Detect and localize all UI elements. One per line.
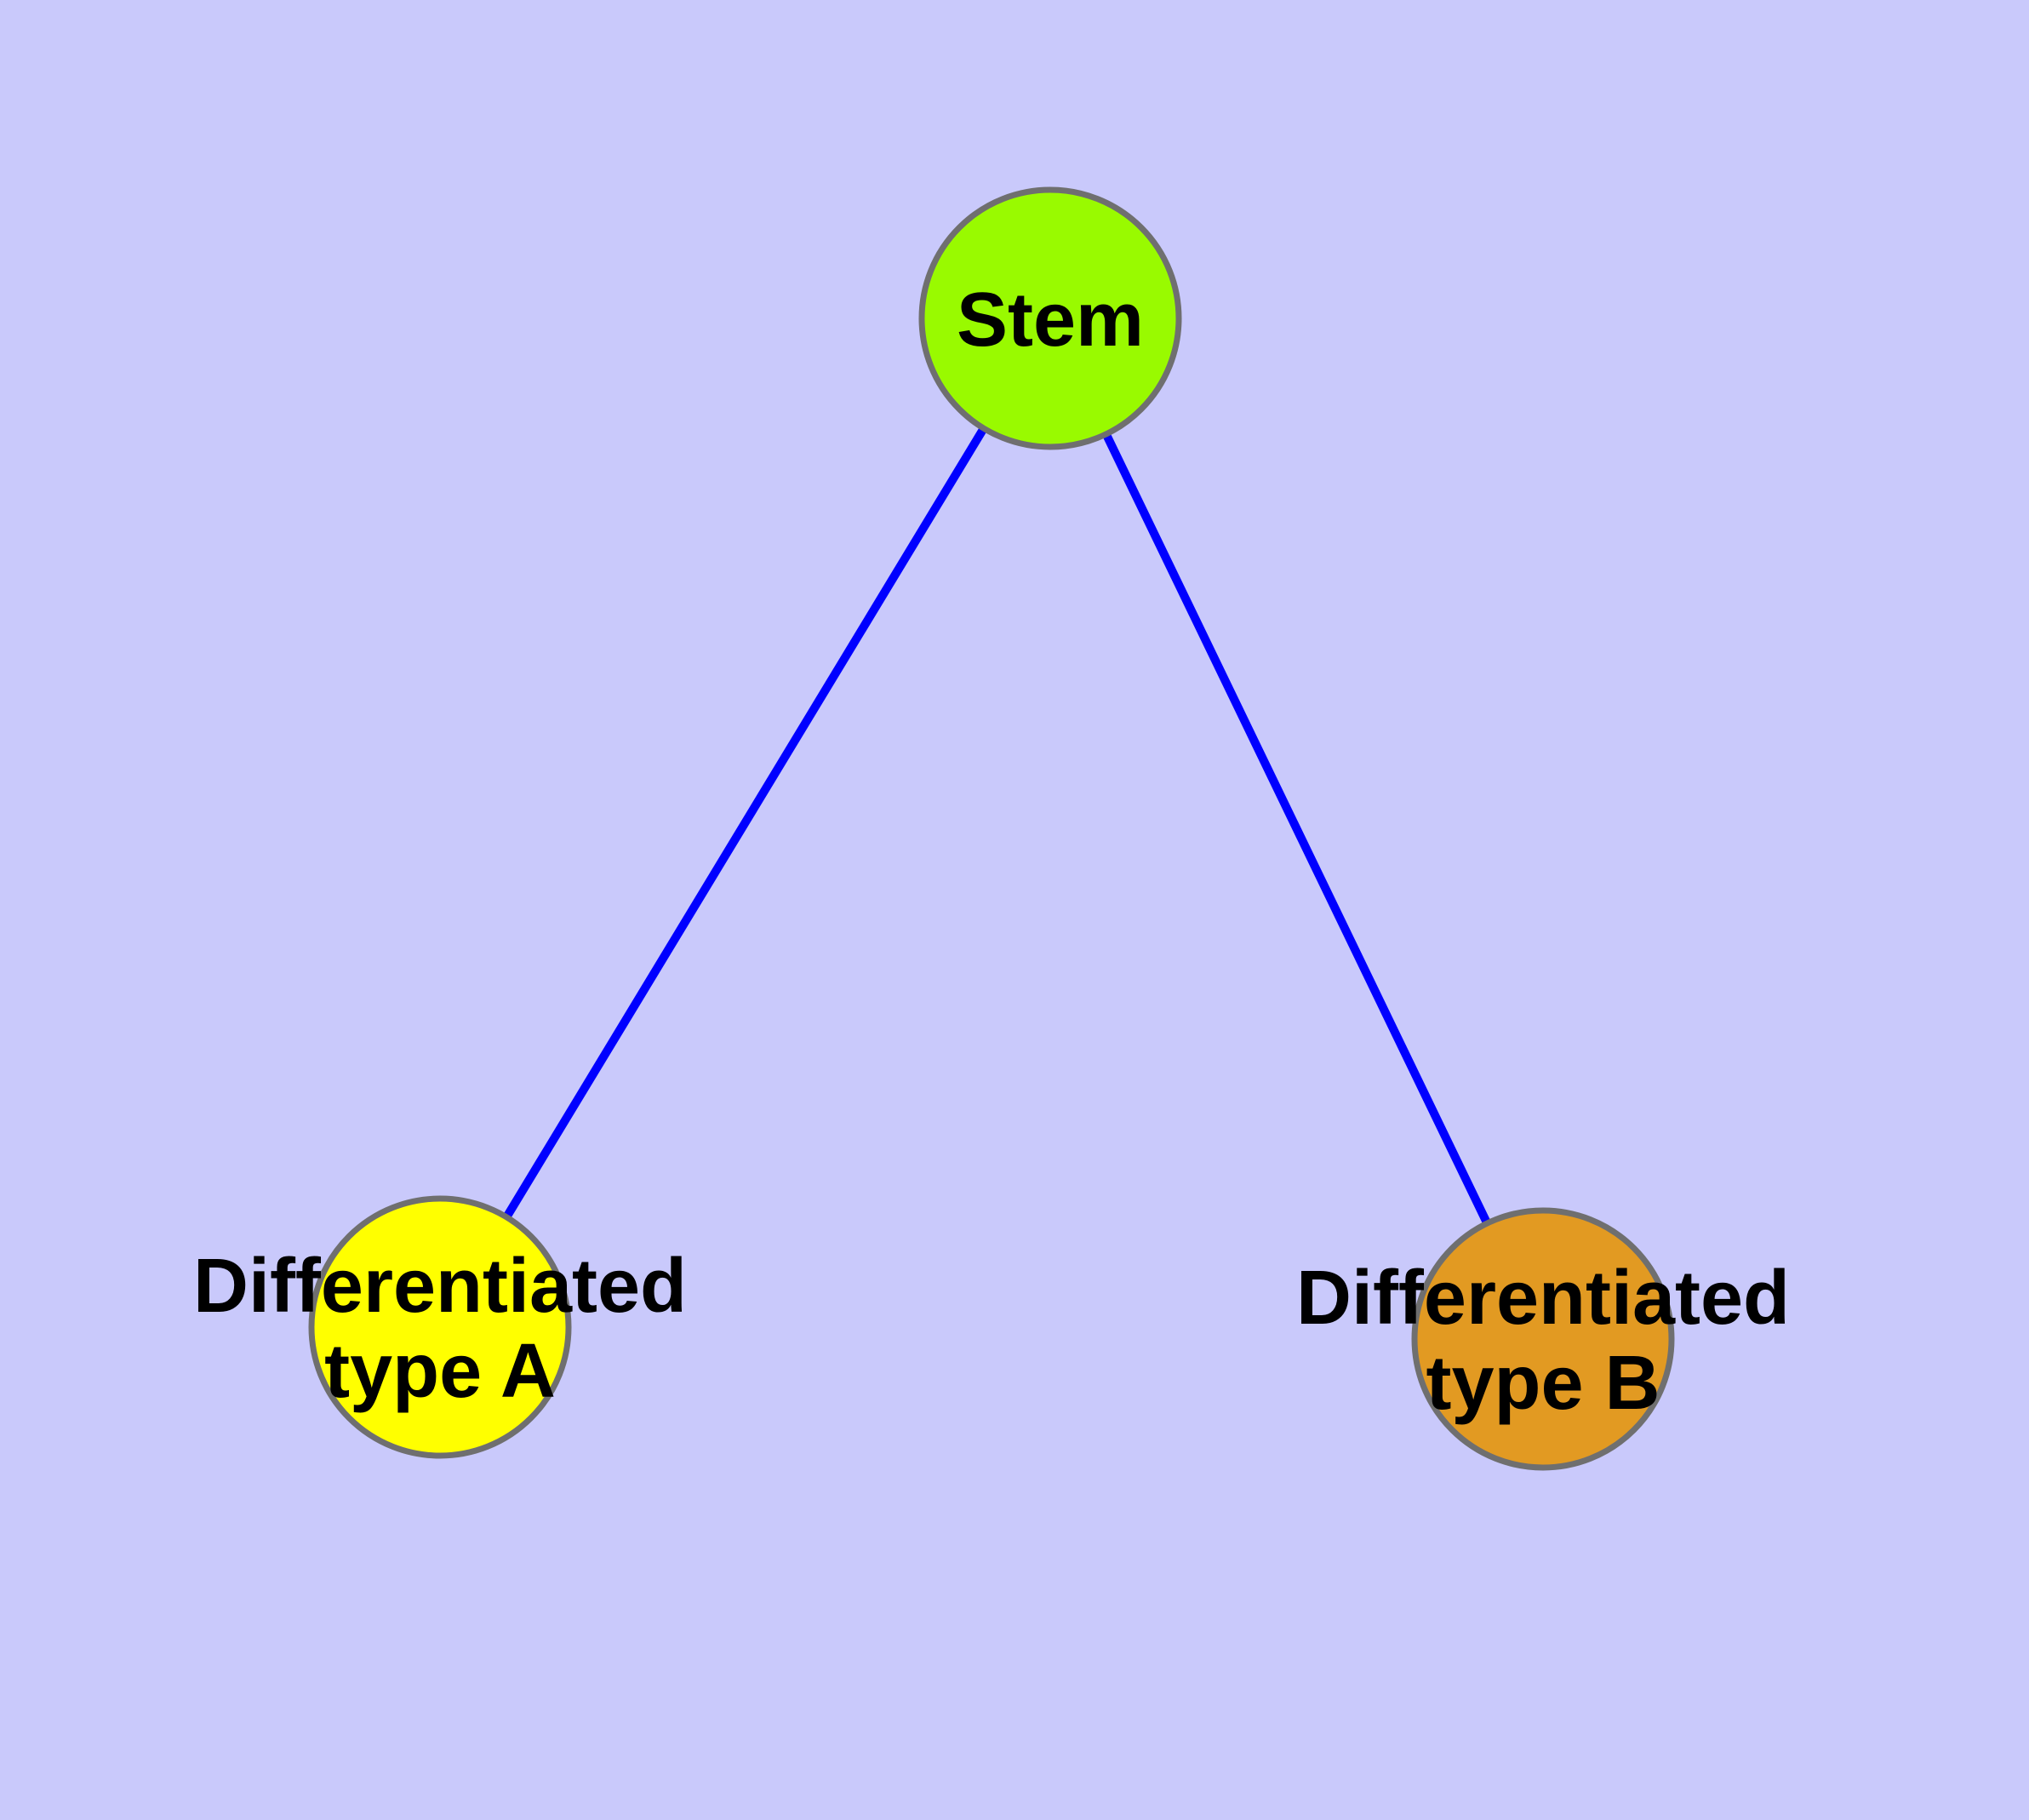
node-diff-a bbox=[308, 1195, 572, 1459]
node-stem bbox=[918, 186, 1182, 450]
edge-stem-diff-b bbox=[1046, 316, 1547, 1342]
node-label-stem: Stem bbox=[957, 278, 1144, 363]
node-diff-b bbox=[1411, 1207, 1675, 1471]
node-layer bbox=[308, 186, 1675, 1471]
edge-layer bbox=[436, 316, 1547, 1342]
edge-stem-diff-a bbox=[436, 316, 1055, 1330]
